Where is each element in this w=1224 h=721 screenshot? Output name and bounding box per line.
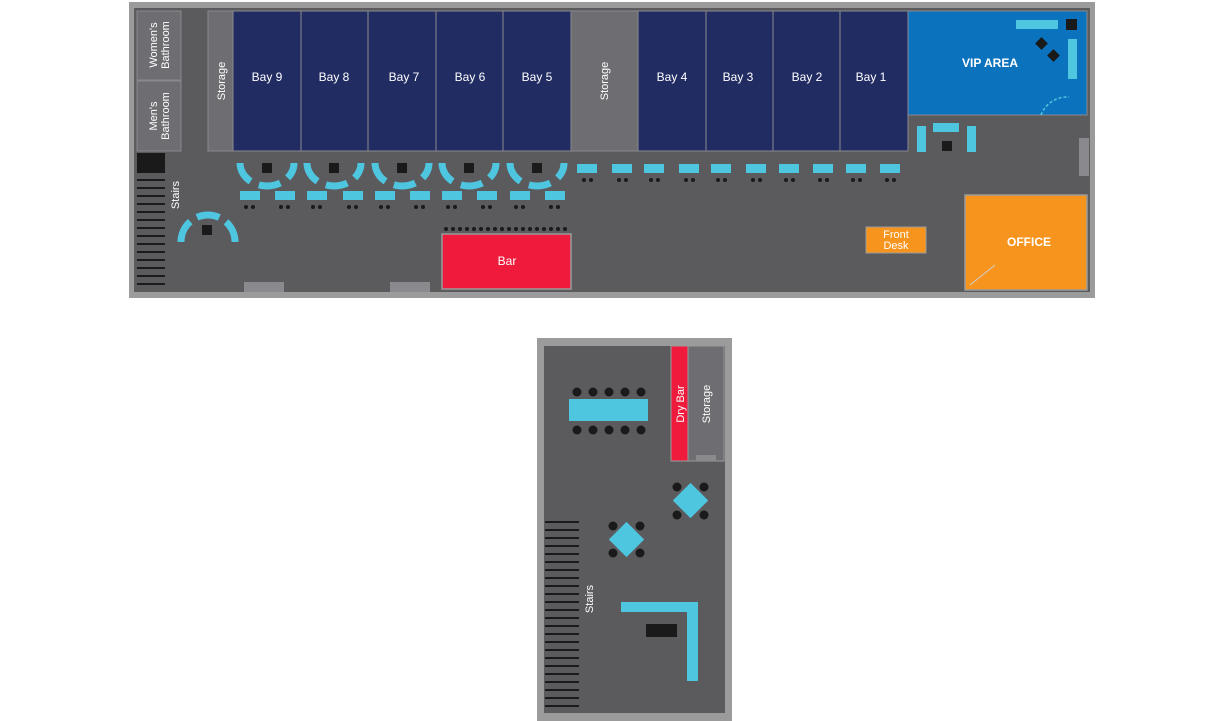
vip-area[interactable]: VIP AREA xyxy=(907,10,1088,116)
long-table xyxy=(569,387,648,435)
womens-bathroom-label-line1: Women's xyxy=(148,22,160,68)
mens-bathroom-label-line2: Bathroom xyxy=(160,92,172,140)
bay-3-label: Bay 3 xyxy=(723,70,754,84)
bay-1[interactable]: Bay 1 xyxy=(839,10,909,152)
upper-floor: Dry Bar Storage xyxy=(537,338,732,721)
dry-bar-label: Dry Bar xyxy=(675,385,687,423)
storage-mid-label: Storage xyxy=(599,62,611,101)
womens-bathroom-label-line2: Bathroom xyxy=(160,21,172,69)
diamond-table-1 xyxy=(672,482,709,520)
booth-right xyxy=(967,126,976,152)
stairs-upper[interactable]: Stairs xyxy=(545,521,596,707)
stairs-ground-label: Stairs xyxy=(170,180,182,209)
vip-bench-side xyxy=(1068,39,1077,79)
ground-floor: Women's Bathroom Men's Bathroom Storage … xyxy=(129,2,1095,298)
bay-7[interactable]: Bay 7 xyxy=(367,10,437,152)
bay-6[interactable]: Bay 6 xyxy=(435,10,504,152)
curved-booth-stairs xyxy=(177,211,239,243)
mens-bathroom-label-line1: Men's xyxy=(148,101,160,130)
front-desk[interactable]: Front Desk xyxy=(865,226,927,254)
storage-left-label: Storage xyxy=(216,62,228,101)
l-bench-side xyxy=(687,602,698,681)
l-bench-top xyxy=(621,602,698,612)
curved-booth-stairs-chair xyxy=(202,225,212,235)
booth-left xyxy=(917,126,926,152)
bay-9[interactable]: Bay 9 xyxy=(232,10,302,152)
vip-door-swing xyxy=(1040,96,1070,116)
bay-2[interactable]: Bay 2 xyxy=(772,10,841,152)
storage-upper-door xyxy=(696,455,716,461)
storage-left[interactable]: Storage xyxy=(207,10,234,152)
storage-upper[interactable]: Storage xyxy=(687,345,725,462)
bay-3[interactable]: Bay 3 xyxy=(705,10,774,152)
vip-bench-top xyxy=(1016,20,1058,29)
front-desk-label-line2: Desk xyxy=(883,240,909,252)
bay-4[interactable]: Bay 4 xyxy=(637,10,707,152)
front-desk-label-line1: Front xyxy=(883,229,909,241)
bay-5[interactable]: Bay 5 xyxy=(502,10,572,152)
storage-upper-label: Storage xyxy=(701,385,713,424)
office[interactable]: OFFICE xyxy=(964,194,1088,291)
right-door[interactable] xyxy=(1079,138,1089,176)
bay-booths xyxy=(236,162,568,190)
storage-mid[interactable]: Storage xyxy=(570,10,639,152)
bay-8-label: Bay 8 xyxy=(319,70,350,84)
vip-chair xyxy=(1066,19,1077,30)
bay-2-label: Bay 2 xyxy=(792,70,823,84)
stairs-upper-label: Stairs xyxy=(584,584,596,613)
bay-9-label: Bay 9 xyxy=(252,70,283,84)
office-door-swing xyxy=(969,264,996,286)
office-label: OFFICE xyxy=(1007,235,1051,249)
diamond-table-2 xyxy=(608,521,645,558)
stairs-ground[interactable]: Stairs xyxy=(137,153,182,285)
booth-top xyxy=(933,123,959,132)
mens-bathroom[interactable]: Men's Bathroom xyxy=(136,80,182,152)
bar-label: Bar xyxy=(498,254,517,268)
bay-7-label: Bay 7 xyxy=(389,70,420,84)
bay-5-label: Bay 5 xyxy=(522,70,553,84)
bay-8[interactable]: Bay 8 xyxy=(300,10,369,152)
womens-bathroom[interactable]: Women's Bathroom xyxy=(136,10,182,81)
bay-6-label: Bay 6 xyxy=(455,70,486,84)
bar-stools xyxy=(444,227,567,231)
dry-bar[interactable]: Dry Bar xyxy=(670,345,689,462)
bottom-door-1[interactable] xyxy=(244,282,284,292)
bay-1-label: Bay 1 xyxy=(856,70,887,84)
bar[interactable]: Bar xyxy=(441,233,572,290)
table-row-right xyxy=(577,164,900,182)
bottom-door-2[interactable] xyxy=(390,282,430,292)
booth-chair xyxy=(942,141,952,151)
l-bench-table xyxy=(646,624,677,637)
vip-area-label: VIP AREA xyxy=(962,56,1018,70)
bay-4-label: Bay 4 xyxy=(657,70,688,84)
table-row-lower xyxy=(240,191,565,209)
